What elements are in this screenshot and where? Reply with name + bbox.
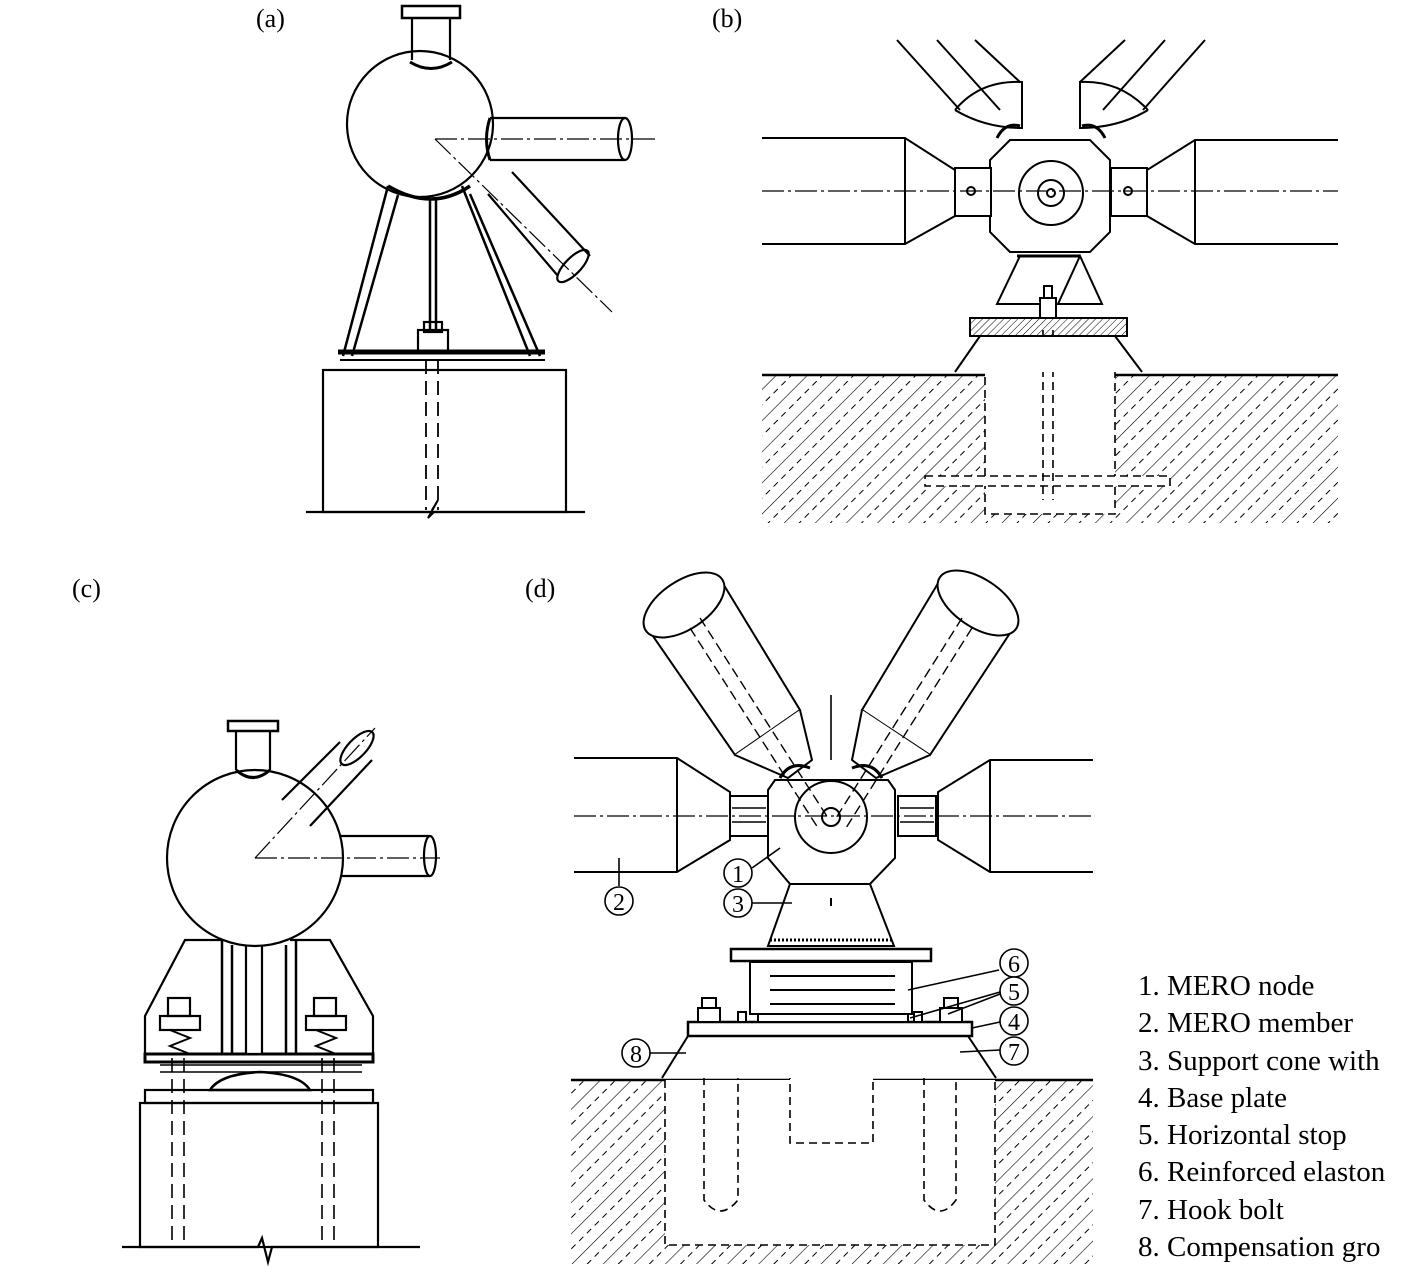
legend-item-elastomer: 6. Reinforced elaston	[1138, 1156, 1386, 1189]
callout-8-number: 8	[630, 1042, 642, 1068]
panel-label-d: (d)	[525, 574, 556, 603]
callout-1: 1	[723, 858, 753, 888]
legend-item-mero-node: 1. MERO node	[1138, 970, 1315, 1002]
leader-lines-d	[618, 847, 1001, 1054]
right-member-b	[1110, 139, 1338, 245]
node-b	[989, 139, 1111, 253]
callout-1-number: 1	[732, 862, 744, 888]
callout-4-number: 4	[1008, 1010, 1020, 1036]
support-legs-a	[341, 184, 542, 357]
pedestal-c	[122, 1058, 420, 1267]
upper-left-member-d	[642, 571, 829, 829]
ground-b	[762, 330, 1338, 523]
callout-3: 3	[723, 888, 753, 918]
callout-6-number: 6	[1008, 952, 1020, 978]
callout-8: 8	[621, 1038, 651, 1068]
panel-a-drawing	[306, 4, 655, 519]
diagonal-tube-a	[434, 138, 613, 313]
base-plate-b	[954, 285, 1143, 373]
legend: 1. MERO node 2. MERO member 3. Support c…	[1138, 968, 1385, 1266]
elastomer-bearing-d	[729, 947, 933, 1023]
members-c	[254, 727, 440, 878]
node-d	[767, 779, 896, 885]
ground-d	[571, 1034, 1093, 1264]
panel-c-drawing	[122, 719, 440, 1267]
top-stub-a	[400, 4, 462, 70]
callout-3-number: 3	[732, 892, 744, 918]
legend-item-mero-member: 2. MERO member	[1138, 1007, 1354, 1040]
callout-2: 2	[604, 886, 634, 916]
legend-item-horizontal-stop: 5. Horizontal stop	[1138, 1119, 1347, 1152]
base-plate-a	[338, 320, 545, 361]
support-cone-b	[995, 243, 1104, 305]
left-member-d	[574, 757, 769, 873]
legend-item-compensation: 8. Compensation gro	[1138, 1231, 1381, 1264]
bearing-c	[160, 1064, 362, 1092]
panel-d-drawing	[571, 569, 1093, 1264]
callout-7-number: 7	[1008, 1040, 1020, 1066]
callout-5: 5	[999, 976, 1029, 1006]
legend-item-base-plate: 4. Base plate	[1138, 1081, 1287, 1114]
callout-5-number: 5	[1008, 980, 1020, 1006]
callout-6: 6	[999, 948, 1029, 978]
upper-members-b	[896, 39, 1206, 139]
base-plate-d	[661, 997, 997, 1079]
panel-b-drawing	[762, 39, 1338, 523]
legend-item-support-cone: 3. Support cone with	[1138, 1044, 1380, 1077]
concrete-pedestal-a	[306, 360, 585, 519]
callout-4: 4	[999, 1006, 1029, 1036]
panel-label-c: (c)	[72, 574, 101, 603]
panel-label-b: (b)	[712, 4, 743, 33]
upper-right-member-d	[835, 569, 1020, 829]
callout-7: 7	[999, 1036, 1029, 1066]
horizontal-tube-a	[435, 116, 655, 162]
callout-2-number: 2	[613, 890, 625, 916]
spring-bolts-c	[158, 996, 348, 1055]
legend-item-hook-bolt: 7. Hook bolt	[1138, 1193, 1284, 1226]
panel-label-a: (a)	[256, 4, 285, 33]
top-stub-c	[226, 719, 280, 779]
